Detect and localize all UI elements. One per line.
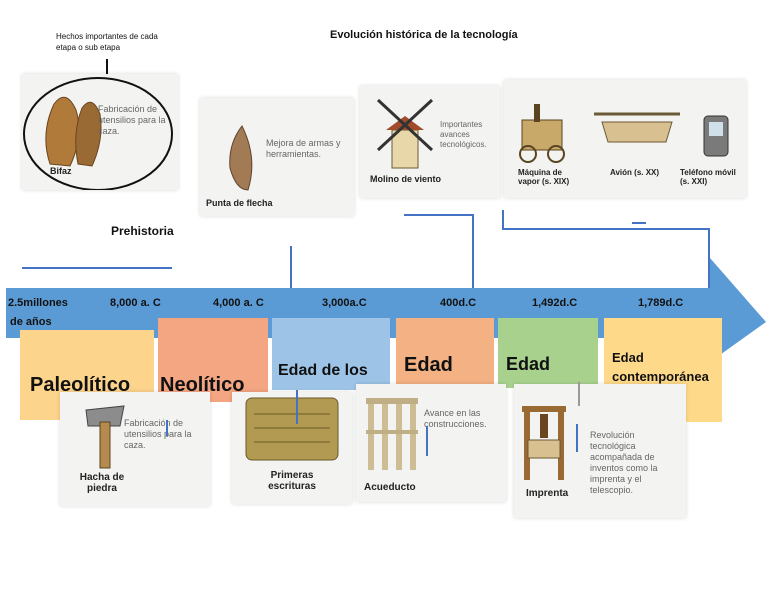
acueducto-desc: Avance en las construcciones. <box>424 408 487 429</box>
card-acueducto: Acueducto Avance en las construcciones. <box>356 384 506 502</box>
connector-line <box>502 210 504 228</box>
aqueduct-icon <box>366 398 418 470</box>
connector-line <box>404 214 474 216</box>
era-antigua: Edad <box>396 318 494 386</box>
telefono-caption: Teléfono móvil (s. XXI) <box>680 168 736 186</box>
connector-line <box>426 426 428 456</box>
date-label: 2.5millones <box>8 297 68 309</box>
connector-line <box>166 420 168 436</box>
connector-line <box>632 222 646 224</box>
card-escrituras: Primeras escrituras <box>232 392 352 504</box>
hacha-desc: Fabricación de utensilios para la caza. <box>124 418 192 450</box>
card-bifaz: Bifaz Fabricación de utensilios para la … <box>22 74 178 190</box>
arrowhead-image <box>229 125 253 191</box>
date-label: 3,000a.C <box>322 297 367 309</box>
note-label: Hechos importantes de cada etapa o sub e… <box>56 32 158 52</box>
printing-press-icon <box>522 406 566 480</box>
connector-line <box>296 390 298 424</box>
date-label: de años <box>10 316 52 328</box>
imprenta-desc: Revolución tecnológica acompañada de inv… <box>590 430 658 495</box>
connector-line <box>502 228 710 230</box>
flecha-desc: Mejora de armas y herramientas. <box>266 138 341 159</box>
diagram-title: Evolución histórica de la tecnología <box>330 29 518 41</box>
date-label: 1,492d.C <box>532 297 578 309</box>
clay-tablet-icon <box>245 397 339 461</box>
acueducto-caption: Acueducto <box>364 482 416 493</box>
era-paleolitico-label: Paleolítico <box>30 374 131 396</box>
note-pointer <box>106 59 108 77</box>
card-imprenta: Imprenta Revolución tecnológica acompaña… <box>514 384 686 518</box>
connector-line <box>708 228 710 288</box>
era-antigua-label: Edad <box>404 354 453 376</box>
bifaz-image <box>23 77 173 190</box>
connector-line <box>290 246 292 318</box>
bifaz-desc: Fabricación de utensilios para la caza. <box>98 104 166 136</box>
era-metales: Edad de los <box>272 318 390 390</box>
era-metales-label: Edad de los <box>278 362 368 379</box>
era-media: Edad <box>498 318 598 388</box>
connector-line <box>576 424 578 452</box>
windmill-icon <box>376 98 434 169</box>
connector-line <box>472 214 474 288</box>
hacha-caption: Hacha de piedra <box>79 472 125 494</box>
imprenta-caption: Imprenta <box>526 488 569 499</box>
era-neolitico: Neolítico <box>158 318 268 402</box>
card-punta-flecha: Punta de flecha Mejora de armas y herram… <box>200 98 354 216</box>
flecha-caption: Punta de flecha <box>206 198 273 208</box>
molino-desc: Importantes avances tecnológicos. <box>440 120 487 149</box>
prehistory-label: Prehistoria <box>111 224 174 238</box>
bifaz-caption: Bifaz <box>50 166 72 176</box>
stone-axe-icon <box>85 405 125 469</box>
date-label: 8,000 a. C <box>110 297 161 309</box>
date-label: 400d.C <box>440 297 477 309</box>
connector-line <box>22 267 172 269</box>
era-neolitico-label: Neolítico <box>160 374 245 396</box>
escrituras-caption: Primeras escrituras <box>268 470 316 492</box>
vapor-caption: Máquina de vapor (s. XIX) <box>518 168 570 186</box>
era-media-label: Edad <box>506 354 551 374</box>
card-inventos: Máquina de vapor (s. XIX) Avión (s. XX) … <box>504 80 746 198</box>
connector-line <box>578 382 580 406</box>
avion-caption: Avión (s. XX) <box>610 168 660 177</box>
date-label: 4,000 a. C <box>213 297 264 309</box>
molino-caption: Molino de viento <box>370 174 441 184</box>
era-contemporanea-label: Edad contemporánea <box>612 350 709 384</box>
card-hacha: Hacha de piedra Fabricación de utensilio… <box>60 392 210 506</box>
steam-engine-icon <box>519 104 729 163</box>
card-molino: Molino de viento Importantes avances tec… <box>360 86 500 198</box>
date-label: 1,789d.C <box>638 297 684 309</box>
